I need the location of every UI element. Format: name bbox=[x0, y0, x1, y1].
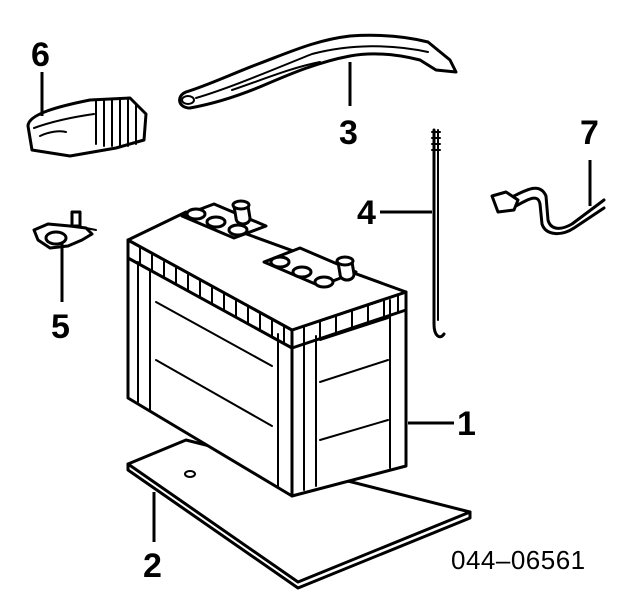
callout-1: 1 bbox=[457, 405, 476, 443]
terminal-cover bbox=[26, 96, 148, 158]
part-number: 044–06561 bbox=[451, 545, 586, 575]
battery bbox=[126, 199, 408, 498]
hold-down-rod bbox=[431, 128, 446, 339]
hold-down-clamp bbox=[178, 33, 458, 110]
battery-cable bbox=[490, 186, 606, 235]
callout-6: 6 bbox=[31, 36, 50, 74]
callout-5: 5 bbox=[51, 308, 70, 346]
callout-3: 3 bbox=[339, 114, 358, 152]
battery-tray bbox=[126, 438, 472, 590]
terminal-clamp bbox=[32, 210, 97, 250]
leader-lines bbox=[40, 62, 592, 542]
callout-7: 7 bbox=[580, 114, 599, 152]
callout-4: 4 bbox=[357, 194, 376, 232]
callout-2: 2 bbox=[143, 547, 162, 585]
